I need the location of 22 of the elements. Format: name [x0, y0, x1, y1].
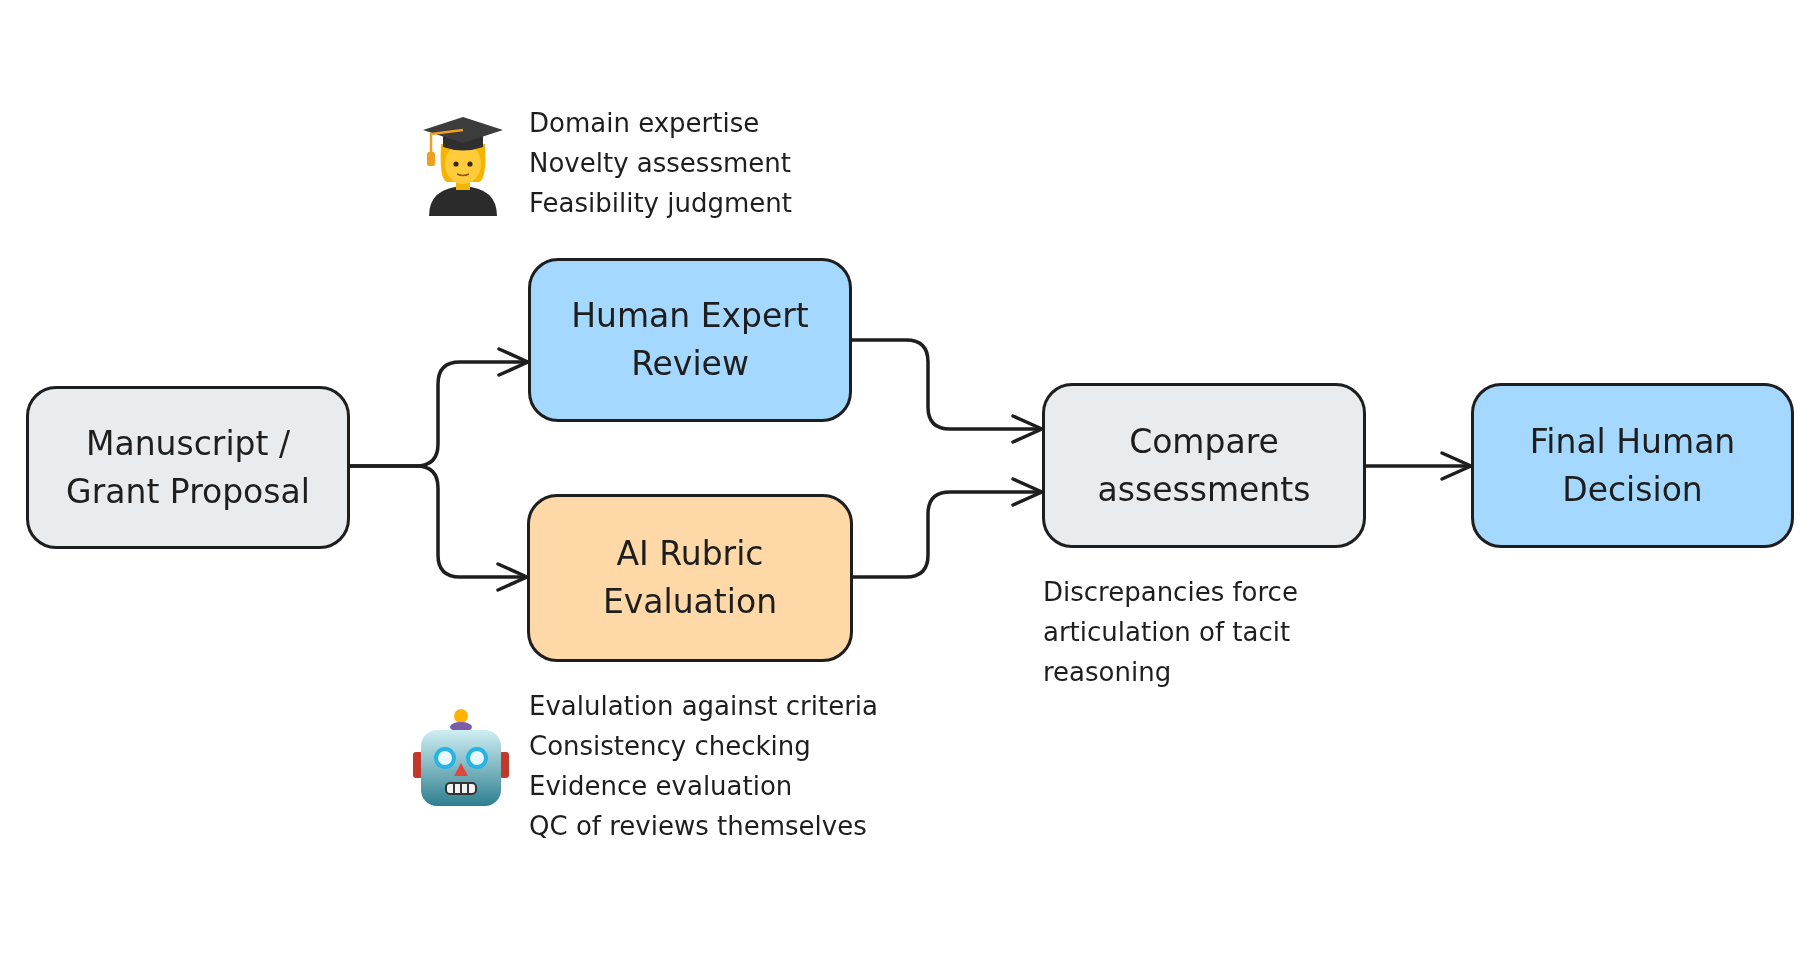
process-label: AI Rubric Evaluation: [601, 533, 779, 623]
annotation-text: Feasibility judgment: [529, 187, 792, 220]
annotation-text: QC of reviews themselves: [529, 810, 867, 843]
arrow: [1364, 451, 1473, 481]
arrow: [851, 477, 1044, 579]
annotation-text: Novelty assessment: [529, 147, 791, 180]
annotation-text: Consistency checking: [529, 730, 811, 763]
annotation-text: Evalulation against criteria: [529, 690, 878, 723]
process-label: Compare assessments: [1096, 420, 1312, 511]
arrow: [850, 338, 1044, 444]
process-box: [1471, 383, 1794, 548]
process-box: [527, 494, 853, 662]
arrow: [348, 464, 529, 592]
annotation-text: Evidence evaluation: [529, 770, 793, 803]
annotation-text: Domain expertise: [529, 107, 760, 140]
process-label: Final Human Decision: [1528, 420, 1737, 511]
process-box: [26, 386, 350, 549]
process-box: [1042, 383, 1366, 548]
process-label: Manuscript / Grant Proposal: [65, 422, 311, 513]
process-label: Human Expert Review: [570, 295, 810, 385]
annotation-text: Discrepancies force articulation of tacit reasoning: [1043, 576, 1299, 689]
process-box: [528, 258, 852, 422]
